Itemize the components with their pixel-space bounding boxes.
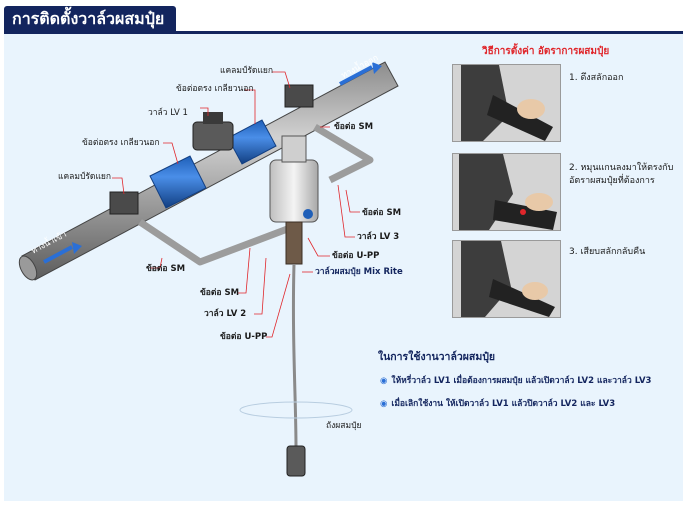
valve-lv1-label: วาล์ว LV 1: [148, 108, 188, 118]
step-2-text: 2. หมุนแกนลงมาให้ตรงกับ อัตราผสมปุ๋ยที่ต…: [569, 163, 674, 186]
usage-title: ในการใช้งานวาล์วผสมปุ๋ย: [378, 351, 496, 363]
fitting-upp-bottom-label: ข้อต่อ U-PP: [220, 332, 268, 342]
connector-top-label: ข้อต่อตรง เกลียวนอก: [176, 84, 254, 94]
valve-lv1: [192, 112, 234, 151]
title-bar: การติดตั้งวาล์วผสมปุ๋ย: [4, 4, 683, 34]
fitting-sm-right-label: ข้อต่อ SM: [362, 208, 402, 218]
step-2-illustration: [453, 154, 560, 230]
title-underline: [4, 31, 683, 34]
page-title: การติดตั้งวาล์วผสมปุ๋ย: [4, 6, 177, 32]
clamp-left: [109, 191, 139, 215]
usage-item-text: เมื่อเลิกใช้งาน ให้เปิดวาล์ว LV1 แล้วปิด…: [391, 399, 616, 409]
steps-title: วิธีการตั้งค่า อัตราการผสมปุ๋ย: [482, 46, 610, 57]
mix-rite-valve: [269, 135, 319, 265]
main-pipe: [18, 61, 399, 281]
clamp-left-label: แคลมป์รัดแยก: [58, 172, 112, 182]
fitting-upp-right-label: ข้อต่อ U-PP: [332, 251, 380, 261]
step-1-illustration: [453, 65, 560, 141]
bypass-tubes: [138, 123, 374, 266]
tank-label: ถังผสมปุ๋ย: [326, 421, 362, 431]
usage-item: ◉เมื่อเลิกใช้งาน ให้เปิดวาล์ว LV1 แล้วปิ…: [380, 396, 615, 410]
fitting-sm-top-label: ข้อต่อ SM: [334, 122, 374, 132]
valve-lv3-label: วาล์ว LV 3: [357, 232, 400, 242]
usage-item-text: ให้หรี่วาล์ว LV1 เมื่อต้องการผสมปุ๋ย แล้…: [391, 376, 652, 386]
valve-lv2-label: วาล์ว LV 2: [204, 309, 247, 319]
mixer-label: วาล์วผสมปุ๋ย Mix Rite: [315, 267, 403, 277]
inflow-arrow: [43, 245, 73, 264]
fitting-sm-bottom-label: ข้อต่อ SM: [200, 288, 240, 298]
clamp-top-label: แคลมป์รัดแยก: [220, 66, 274, 76]
connector-mid-label: ข้อต่อตรง เกลียวนอก: [82, 138, 160, 148]
coupling-lower: [149, 155, 207, 209]
bullet-icon: ◉: [380, 376, 388, 386]
step-3-photo: [452, 240, 561, 318]
strainer: [286, 445, 306, 477]
tank-ripple: [239, 401, 353, 419]
step-1-text: 1. ดึงสลักออก: [569, 73, 624, 83]
usage-item: ◉ให้หรี่วาล์ว LV1 เมื่อต้องการผสมปุ๋ย แล…: [380, 373, 651, 387]
leader-lines: [112, 71, 360, 338]
step-3-text: 3. เสียบสลักกลับคืน: [569, 247, 646, 257]
clamp-top: [284, 84, 314, 108]
fitting-sm-left-label: ข้อต่อ SM: [146, 264, 186, 274]
step-3-illustration: [453, 241, 560, 317]
outflow-arrow: [339, 65, 373, 86]
step-1-photo: [452, 64, 561, 142]
suction-hose: [291, 263, 298, 449]
step-2-photo: [452, 153, 561, 231]
bullet-icon: ◉: [380, 399, 388, 409]
coupling-upper: [227, 119, 277, 165]
